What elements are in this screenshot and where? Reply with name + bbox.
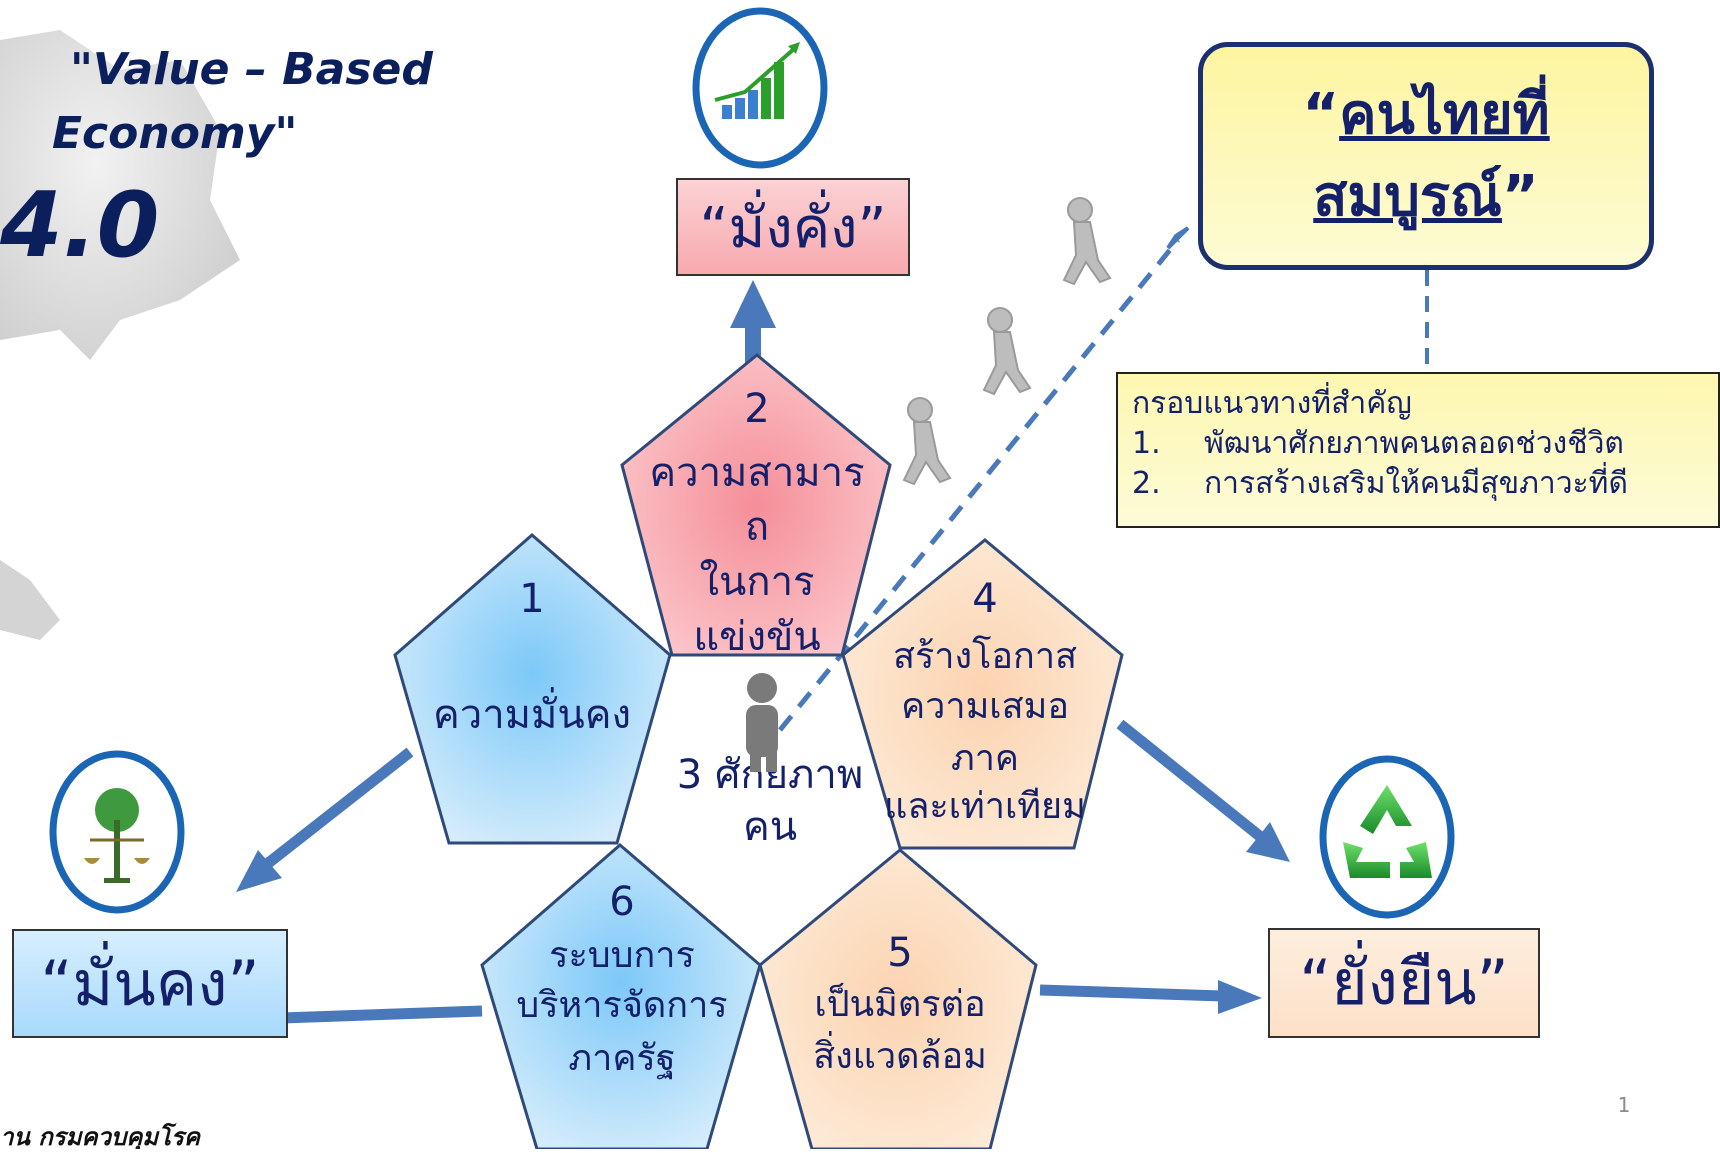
pillar-2 (620, 353, 892, 657)
pillar-2-num: 2 (744, 386, 769, 432)
pillar-4-num: 4 (972, 576, 997, 622)
vision-box: “คนไทยที่ สมบูรณ์” (1198, 42, 1654, 270)
pillar-6-line3: ภาครัฐ (568, 1038, 675, 1080)
framework-item-1: 1. พัฒนาศักยภาพคนตลอดช่วงชีวิต (1132, 426, 1624, 461)
pillar-1-num: 1 (519, 576, 544, 622)
framework-item-2: 2. การสร้างเสริมให้คนมีสุขภาวะที่ดี (1132, 466, 1628, 501)
pillar-2-line1: ความสามาร (649, 450, 864, 496)
pillar-5-line1: เป็นมิตรต่อ (814, 981, 985, 1025)
pillar-4-line2: ความเสมอ (901, 686, 1069, 727)
pillar-4-line4: และเท่าเทียม (884, 786, 1086, 827)
heading-line2: Economy" (52, 108, 297, 159)
goal-sustain-box: “ยั่งยืน” (1268, 928, 1540, 1038)
pillar-4-line3: ภาค (951, 738, 1019, 779)
goal-wealth-label: “มั่งคั่ง” (699, 195, 887, 261)
recycle-icon (1319, 755, 1455, 919)
pillar-3-line2: คน (743, 804, 797, 850)
pillar-6-line1: ระบบการ (549, 935, 695, 976)
arrow-up-wealth (730, 280, 776, 368)
arrow-to-security (236, 747, 414, 892)
pillar-1-label: ความมั่นคง (433, 687, 631, 738)
map-background (0, 30, 240, 640)
page-number: 1 (1618, 1093, 1631, 1117)
scales-tree-icon (49, 750, 185, 914)
person-icon (746, 673, 778, 772)
arrow-to-sustain (1116, 719, 1290, 862)
vision-line1: “คนไทยที่ (1302, 82, 1550, 147)
heading-version: 4.0 (0, 173, 159, 278)
arrow-pillar5-to-sustain (1039, 980, 1262, 1014)
framework-box: กรอบแนวทางที่สำคัญ 1. พัฒนาศักยภาพคนตลอด… (1116, 372, 1720, 528)
pillar-2-line3: ในการ (699, 558, 814, 605)
vision-line2: สมบูรณ์” (1313, 164, 1539, 229)
growth-path-dashed (778, 238, 1180, 732)
pillar-5-num: 5 (887, 930, 912, 976)
pillar-texts: 2 ความสามาร ถ ในการ แข่งขัน 1 ความมั่นคง… (433, 386, 1086, 1080)
goal-sustain-label: “ยั่งยืน” (1299, 946, 1509, 1019)
pillar-6-num: 6 (609, 879, 634, 925)
pillar-5-line2: สิ่งแวดล้อม (813, 1031, 987, 1077)
goal-wealth-box: “มั่งคั่ง” (676, 178, 910, 276)
goal-security-box: “มั่นคง” (12, 929, 288, 1038)
walking-figures-icon (902, 197, 1112, 486)
footer-source: าน กรมควบคุมโรค (0, 1122, 202, 1149)
pillar-1 (393, 533, 672, 845)
pillar-2-line2: ถ (745, 504, 769, 550)
pillar-4 (841, 538, 1124, 850)
growth-chart-icon (692, 7, 828, 169)
heading-line1: "Value – Based (70, 44, 433, 95)
pillar-4-line1: สร้างโอกาส (893, 635, 1077, 677)
pillar-2-line4: แข่งขัน (693, 614, 820, 660)
goal-security-label: “มั่นคง” (40, 946, 260, 1020)
pillar-6-line2: บริหารจัดการ (516, 985, 727, 1026)
framework-title: กรอบแนวทางที่สำคัญ (1132, 386, 1412, 421)
